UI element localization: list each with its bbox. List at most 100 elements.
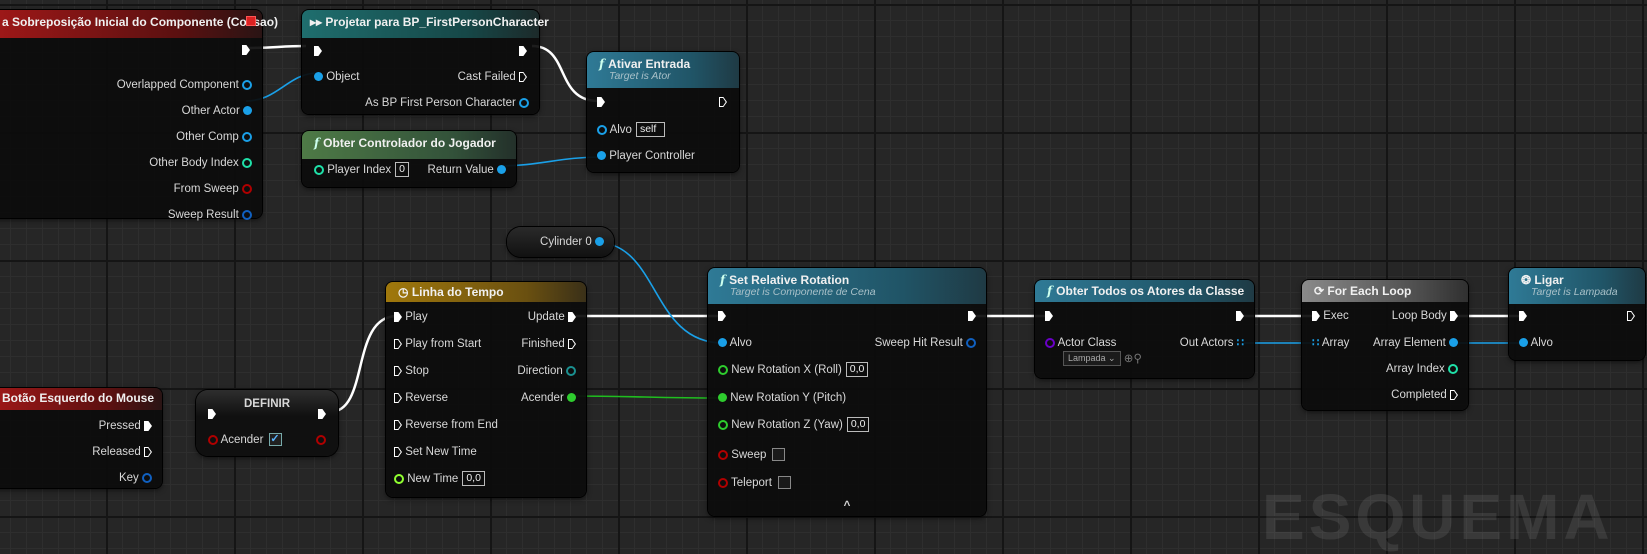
pin-set-new-time[interactable]: Set New Time	[394, 444, 477, 460]
pin-loop-body[interactable]: Loop Body	[1392, 308, 1458, 324]
node-title: Linha do Tempo	[411, 285, 504, 299]
pin-play-from-start[interactable]: Play from Start	[394, 336, 481, 352]
pin-reverse[interactable]: Reverse	[394, 390, 448, 406]
pin-cylinder[interactable]: Cylinder 0	[540, 234, 604, 250]
use-selected-icon[interactable]: ⊕	[1123, 353, 1134, 365]
rotation-z-field[interactable]: 0,0	[846, 417, 870, 433]
pin-sweep-result[interactable]: Sweep Result	[168, 207, 252, 223]
pin-sweep[interactable]: Sweep	[718, 447, 786, 463]
enum-pin-icon	[566, 365, 576, 376]
ligar-function-node[interactable]: ❂ Ligar Target is Lampada Alvo	[1509, 268, 1645, 360]
pin-as-bp-character[interactable]: As BP First Person Character	[365, 95, 529, 111]
delegate-icon[interactable]	[246, 16, 256, 26]
for-each-loop-node[interactable]: ⟳ For Each Loop Exec ∷ Array Loop Body A…	[1302, 280, 1468, 410]
exec-input-pin[interactable]	[1519, 308, 1527, 324]
pin-direction[interactable]: Direction	[517, 363, 576, 379]
set-variable-node[interactable]: DEFINIR Acender	[196, 390, 338, 456]
pin-rotation-x[interactable]: New Rotation X (Roll)0,0	[718, 362, 869, 378]
pin-acender-out[interactable]	[316, 432, 326, 448]
pin-array-index[interactable]: Array Index	[1386, 361, 1458, 377]
pin-teleport[interactable]: Teleport	[718, 475, 791, 491]
node-title: Ligar	[1534, 273, 1564, 287]
rotation-x-field[interactable]: 0,0	[845, 362, 869, 378]
pin-update[interactable]: Update	[528, 309, 576, 325]
pin-from-sweep[interactable]: From Sweep	[174, 181, 252, 197]
pin-actor-class[interactable]: Actor Class	[1045, 335, 1116, 351]
exec-output-pin[interactable]	[1627, 308, 1635, 324]
exec-input-pin[interactable]	[314, 43, 322, 59]
pin-object[interactable]: Object	[314, 69, 359, 85]
pin-alvo[interactable]: Alvo	[1519, 335, 1553, 351]
sweep-checkbox[interactable]	[772, 448, 786, 462]
exec-input-pin[interactable]	[718, 308, 726, 324]
pin-alvo[interactable]: Alvo	[718, 335, 752, 351]
alvo-value-field[interactable]: self	[635, 122, 666, 138]
exec-output-pin[interactable]	[719, 94, 727, 110]
exec-output-pin[interactable]	[318, 406, 326, 422]
exec-input-pin[interactable]	[597, 94, 605, 110]
left-mouse-button-event-node[interactable]: Botão Esquerdo do Mouse Pressed Released…	[0, 388, 162, 488]
component-overlap-event-node[interactable]: a Sobreposição Inicial do Componente (Co…	[0, 10, 278, 221]
browse-search-icon[interactable]: ⚲	[1133, 353, 1142, 365]
pin-rotation-z[interactable]: New Rotation Z (Yaw)0,0	[718, 417, 870, 433]
pin-rotation-y[interactable]: New Rotation Y (Pitch)	[718, 390, 846, 406]
node-title: Obter Controlador do Jogador	[323, 136, 496, 150]
teleport-checkbox[interactable]	[777, 476, 791, 490]
pin-other-body-index[interactable]: Other Body Index	[149, 155, 252, 171]
node-title: Projetar para BP_FirstPersonCharacter	[325, 15, 549, 29]
pin-overlapped-component[interactable]: Overlapped Component	[117, 77, 252, 93]
exec-input-pin[interactable]	[208, 406, 216, 422]
exec-output-pin[interactable]	[1236, 308, 1244, 324]
pin-key[interactable]: Key	[119, 470, 152, 486]
pin-acender[interactable]: Acender	[208, 431, 283, 448]
pin-finished[interactable]: Finished	[521, 336, 576, 352]
cast-icon: ▸▸	[310, 15, 326, 29]
pin-array-element[interactable]: Array Element	[1373, 335, 1458, 351]
object-wire	[594, 241, 724, 344]
cast-node[interactable]: ▸▸ Projetar para BP_FirstPersonCharacter…	[302, 10, 549, 114]
object-pin-icon	[595, 237, 604, 247]
pin-acender-track[interactable]: Acender	[521, 390, 576, 406]
class-selector[interactable]: Lampada ⌄ ⊕⚲	[1063, 351, 1142, 367]
pin-return-value[interactable]: Return Value	[428, 162, 506, 178]
pin-out-actors[interactable]: Out Actors ∷	[1179, 337, 1244, 349]
pin-exec[interactable]: Exec	[1312, 308, 1349, 324]
pin-completed[interactable]: Completed	[1391, 387, 1458, 403]
bool-pin-icon	[242, 183, 252, 194]
class-dropdown[interactable]: Lampada ⌄	[1063, 351, 1121, 367]
acender-checkbox[interactable]	[269, 431, 283, 447]
int-pin-icon	[1448, 363, 1458, 374]
player-index-field[interactable]: 0	[395, 162, 409, 178]
pin-other-comp[interactable]: Other Comp	[176, 129, 252, 145]
exec-output-pin[interactable]	[968, 308, 976, 324]
pin-play[interactable]: Play	[394, 309, 428, 325]
pin-array[interactable]: ∷ Array	[1312, 337, 1350, 349]
pin-other-actor[interactable]: Other Actor	[182, 103, 252, 119]
timeline-node[interactable]: ◷ Linha do Tempo Play Play from Start St…	[386, 282, 586, 497]
exec-output-pin[interactable]	[519, 43, 527, 59]
node-title: Set Relative Rotation	[729, 273, 850, 287]
pin-player-controller[interactable]: Player Controller	[597, 148, 695, 164]
node-title: Ativar Entrada	[608, 57, 691, 71]
array-pin-icon: ∷	[1236, 337, 1244, 349]
pin-sweep-hit-result[interactable]: Sweep Hit Result	[875, 335, 976, 351]
pin-pressed[interactable]: Pressed	[99, 418, 152, 434]
new-time-field[interactable]: 0,0	[462, 471, 485, 487]
pin-released[interactable]: Released	[92, 444, 152, 460]
cylinder-variable-node[interactable]: Cylinder 0	[507, 227, 614, 257]
pin-stop[interactable]: Stop	[394, 363, 429, 379]
exec-output-pin[interactable]	[242, 42, 250, 58]
expand-arrow-icon[interactable]: ^	[843, 500, 851, 512]
pin-cast-failed[interactable]: Cast Failed	[458, 69, 527, 85]
node-title: DEFINIR	[244, 398, 290, 410]
exec-input-pin[interactable]	[1045, 308, 1053, 324]
pin-reverse-from-end[interactable]: Reverse from End	[394, 417, 498, 433]
